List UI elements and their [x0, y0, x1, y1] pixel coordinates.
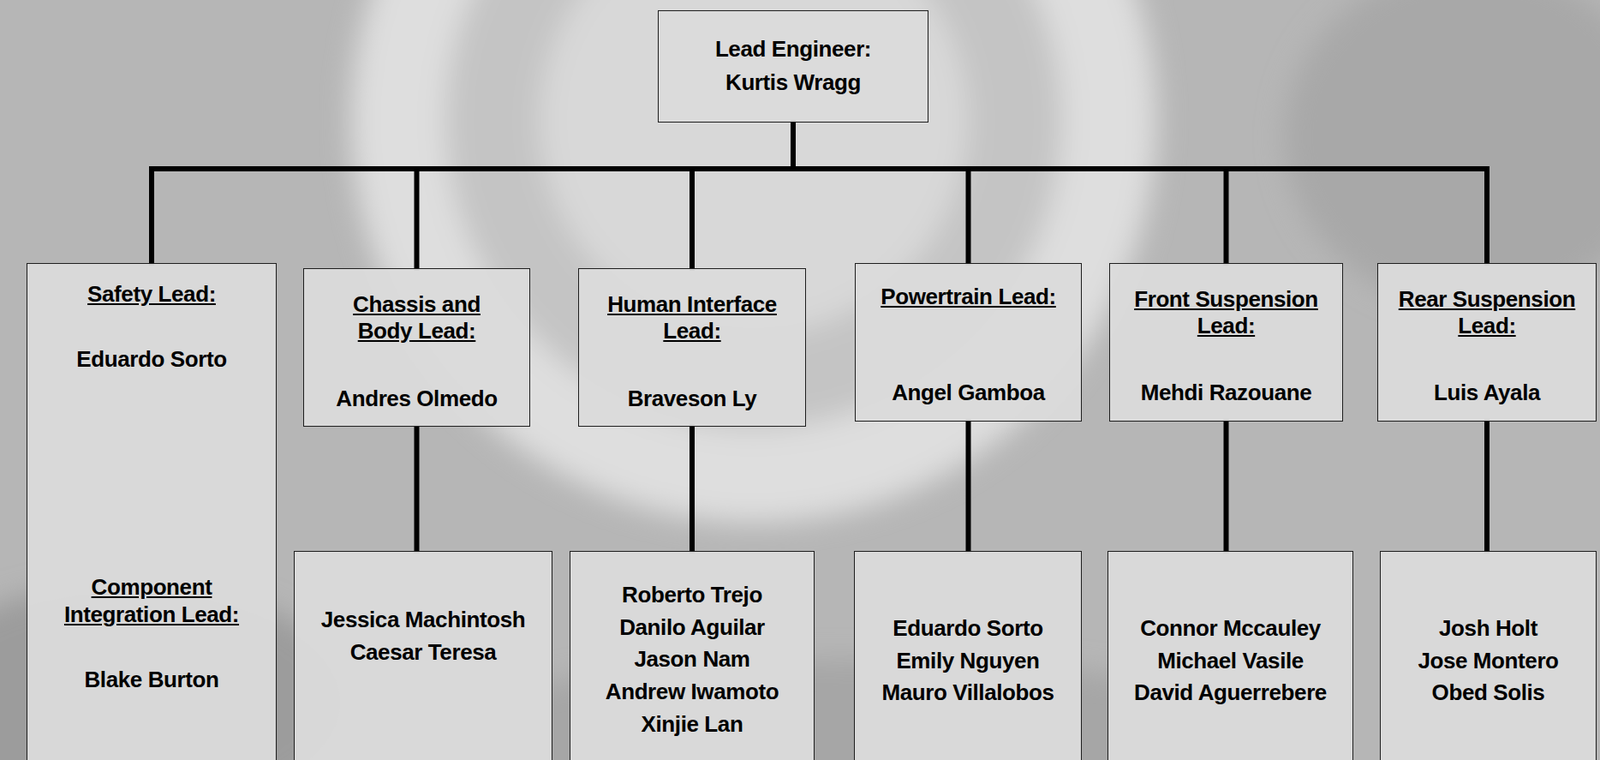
org-connector: [793, 122, 1227, 263]
org-connector: [414, 426, 420, 551]
person-name: Kurtis Wragg: [667, 69, 920, 96]
org-connector: [689, 426, 695, 551]
person-name: Jose Montero: [1387, 644, 1589, 678]
person-name: Roberto Trejo: [577, 579, 807, 612]
org-connector: [417, 122, 795, 269]
member-box: Eduardo SortoEmily NguyenMauro Villalobo…: [853, 550, 1082, 760]
person-name: Obed Solis: [1387, 676, 1589, 710]
person-name: Xinjie Lan: [577, 708, 807, 741]
person-name: Andres Olmedo: [324, 385, 509, 412]
role-heading: Front Suspension Lead:: [1118, 286, 1334, 340]
member-box: Jessica MachintoshCaesar Teresa: [293, 550, 553, 760]
org-connector: [692, 122, 794, 269]
person-name: Michael Vasile: [1115, 644, 1346, 678]
person-name: Angel Gamboa: [864, 379, 1073, 406]
person-name: Luis Ayala: [1386, 379, 1588, 406]
person-name: Eduardo Sorto: [34, 346, 269, 373]
person-name: Eduardo Sorto: [861, 612, 1075, 645]
org-connector: [966, 421, 972, 551]
person-name: Jason Nam: [577, 643, 807, 676]
person-name: Caesar Teresa: [301, 636, 545, 669]
member-box: Josh HoltJose MonteroObed Solis: [1379, 550, 1597, 760]
role-heading: Human Interface Lead:: [599, 291, 785, 345]
person-name: David Aguerrebere: [1115, 676, 1346, 710]
person-name: Jessica Machintosh: [301, 603, 545, 637]
org-connector: [1223, 421, 1230, 551]
lead-box: Lead Engineer: Kurtis Wragg: [657, 10, 929, 123]
person-name: Emily Nguyen: [861, 644, 1075, 678]
person-name: Blake Burton: [34, 666, 269, 693]
lead-box: Rear Suspension Lead: Luis Ayala: [1377, 262, 1597, 422]
person-name: Lead Engineer:: [667, 35, 920, 63]
ground-shadow: [1284, 0, 1600, 309]
role-heading: Safety Lead:: [34, 280, 269, 308]
person-name: Andrew Iwamoto: [577, 675, 807, 709]
org-connector: [793, 122, 1487, 263]
member-box: Connor MccauleyMichael VasileDavid Aguer…: [1107, 550, 1354, 760]
person-name: Mauro Villalobos: [861, 676, 1075, 710]
person-name: Josh Holt: [1387, 612, 1589, 645]
role-heading: Rear Suspension Lead:: [1386, 286, 1588, 340]
wheel-rim: [351, 0, 1157, 523]
person-name: Mehdi Razouane: [1118, 379, 1334, 406]
org-connector: [151, 122, 794, 263]
person-name: Braveson Ly: [599, 385, 785, 412]
org-connector: [793, 122, 969, 263]
person-name: Connor Mccauley: [1115, 612, 1346, 645]
member-box: Roberto TrejoDanilo AguilarJason NamAndr…: [569, 550, 815, 760]
lead-box: Human Interface Lead: Braveson Ly: [578, 268, 806, 427]
lead-box: Safety Lead: Eduardo SortoComponent Integ…: [26, 262, 277, 760]
role-heading: Component Integration Lead:: [34, 573, 269, 627]
role-heading: Powertrain Lead:: [864, 283, 1073, 311]
lead-box: Powertrain Lead: Angel Gamboa: [854, 262, 1082, 422]
lead-box: Front Suspension Lead: Mehdi Razouane: [1109, 262, 1344, 422]
person-name: Danilo Aguilar: [577, 611, 807, 645]
role-heading: Chassis and Body Lead:: [324, 291, 509, 345]
lead-box: Chassis and Body Lead: Andres Olmedo: [303, 268, 531, 427]
org-connector: [1484, 421, 1490, 551]
